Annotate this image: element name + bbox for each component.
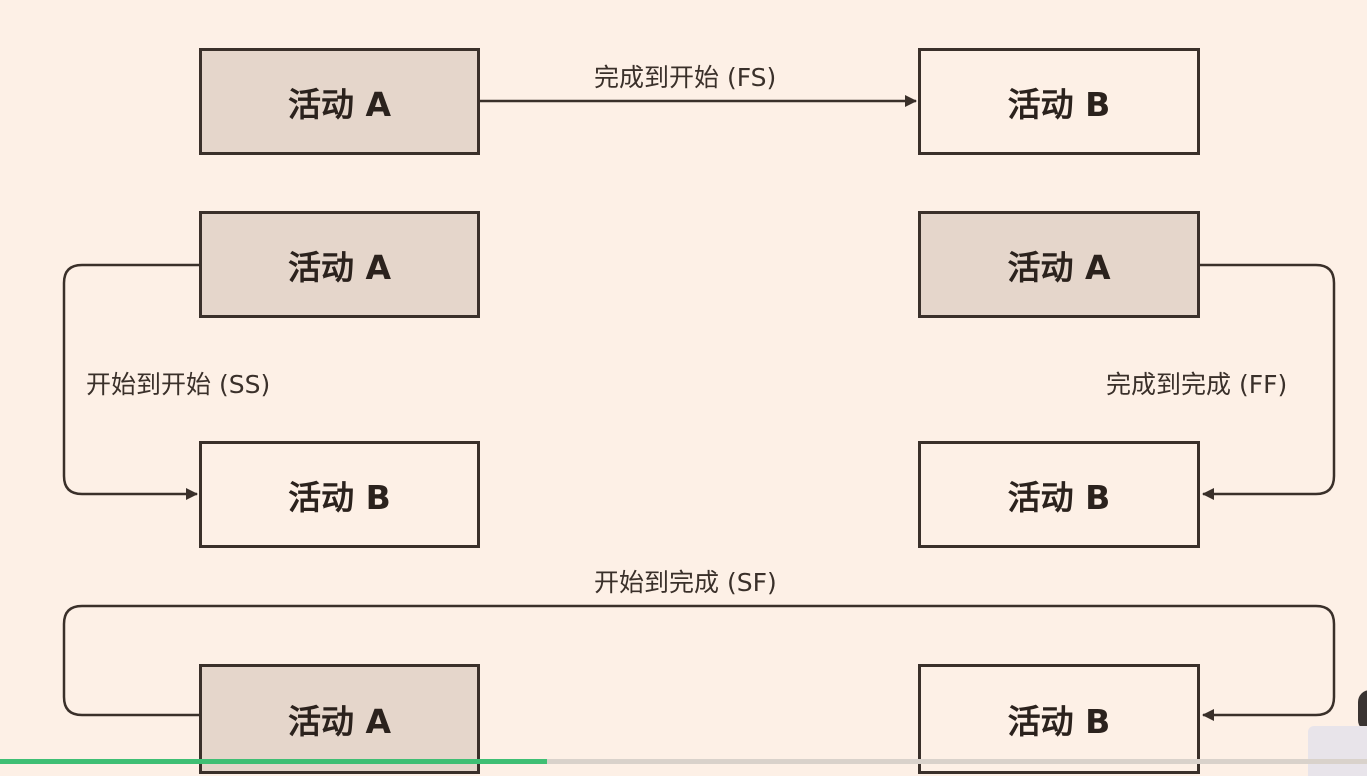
fs-activity-a-box: 活动 A xyxy=(199,48,480,155)
sf-activity-b-box: 活动 B xyxy=(918,664,1200,774)
ff-activity-a-label: 活动 A xyxy=(1007,247,1111,287)
ss-activity-b-box: 活动 B xyxy=(199,441,480,548)
fs-activity-a-label: 活动 A xyxy=(287,84,392,124)
corner-overlay xyxy=(1308,726,1367,776)
ss-activity-a-label: 活动 A xyxy=(287,247,392,287)
sf-arrow xyxy=(62,604,1336,721)
video-progress-bar[interactable] xyxy=(0,759,1367,764)
fs-activity-b-label: 活动 B xyxy=(1007,84,1111,124)
ff-relation-label: 完成到完成 (FF) xyxy=(1106,370,1288,399)
sf-activity-b-label: 活动 B xyxy=(1007,702,1111,741)
sf-activity-a-box: 活动 A xyxy=(199,664,480,774)
sf-relation-label: 开始到完成 (SF) xyxy=(594,568,777,597)
ff-activity-b-label: 活动 B xyxy=(1007,477,1111,517)
ff-arrow xyxy=(1200,263,1336,500)
ss-relation-label: 开始到开始 (SS) xyxy=(86,370,271,399)
ss-activity-a-box: 活动 A xyxy=(199,211,480,318)
ss-activity-b-label: 活动 B xyxy=(288,477,391,517)
presenter-silhouette xyxy=(1358,690,1367,732)
sf-activity-a-label: 活动 A xyxy=(287,702,392,741)
ff-activity-a-box: 活动 A xyxy=(918,211,1200,318)
ss-arrow xyxy=(62,263,199,500)
fs-activity-b-box: 活动 B xyxy=(918,48,1200,155)
video-progress-fill xyxy=(0,759,547,764)
ff-activity-b-box: 活动 B xyxy=(918,441,1200,548)
fs-relation-label: 完成到开始 (FS) xyxy=(594,63,777,92)
